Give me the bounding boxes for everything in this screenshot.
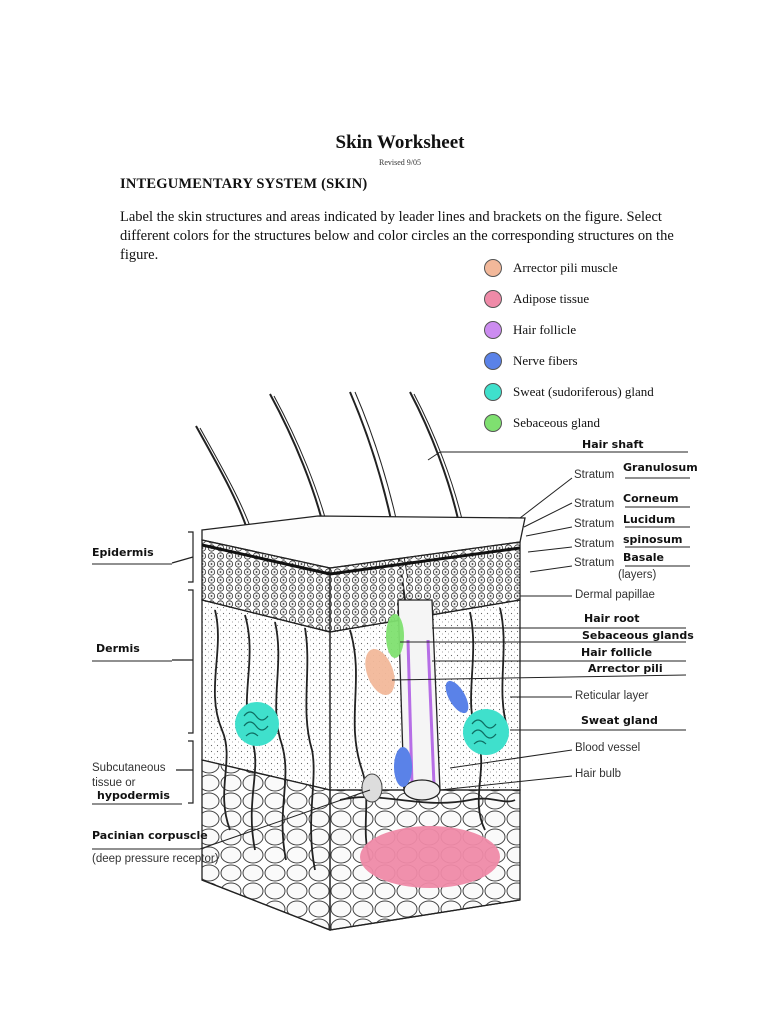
label-subcutaneous: Subcutaneous (92, 762, 166, 774)
key-label: Sweat (sudoriferous) gland (513, 384, 654, 399)
section-heading: INTEGUMENTARY SYSTEM (SKIN) (120, 176, 368, 192)
label-stratum-4: Stratum (574, 538, 615, 550)
color-swatch[interactable] (484, 414, 502, 432)
label-layers: (layers) (618, 569, 657, 581)
arrector-pili-marker (365, 649, 395, 695)
label-hair-root: Hair root (584, 612, 640, 625)
nerve-fiber-marker-1 (445, 680, 469, 714)
color-swatch[interactable] (484, 321, 502, 339)
label-basale: Basale (623, 551, 665, 564)
key-item-hair-follicle: Hair follicle (484, 320, 704, 340)
label-spinosum: spinosum (623, 533, 683, 546)
key-item-nerve-fibers: Nerve fibers (484, 351, 704, 371)
label-reticular-layer: Reticular layer (575, 690, 649, 702)
key-label: Hair follicle (513, 322, 577, 337)
worksheet-title: Skin Worksheet (335, 132, 465, 153)
label-blood-vessel: Blood vessel (575, 742, 641, 754)
left-brackets (171, 531, 194, 804)
label-hair-bulb: Hair bulb (575, 768, 622, 780)
left-rules (92, 563, 200, 850)
key-item-adipose: Adipose tissue (484, 289, 704, 309)
sebaceous-gland-marker (386, 614, 404, 658)
label-sebaceous-glands: Sebaceous glands (582, 629, 694, 642)
label-dermis: Dermis (96, 642, 140, 655)
label-stratum-2: Stratum (574, 498, 615, 510)
label-epidermis: Epidermis (92, 546, 154, 559)
key-label: Adipose tissue (513, 291, 590, 306)
label-corneum: Corneum (623, 492, 679, 505)
sweat-gland-left (235, 702, 279, 746)
label-stratum-3: Stratum (574, 518, 615, 530)
color-swatch[interactable] (484, 290, 502, 308)
color-swatch[interactable] (484, 259, 502, 277)
label-hypodermis: hypodermis (97, 789, 170, 802)
key-label: Sebaceous gland (513, 415, 601, 430)
right-leader-lines (391, 451, 690, 791)
instructions-text: Label the skin structures and areas indi… (120, 209, 674, 263)
label-dermal-papillae: Dermal papillae (575, 589, 655, 601)
key-item-arrector-pili: Arrector pili muscle (484, 258, 704, 278)
label-stratum-1: Stratum (574, 469, 615, 481)
label-sweat-gland: Sweat gland (581, 714, 658, 727)
label-granulosum: Granulosum (623, 461, 698, 474)
color-swatch[interactable] (484, 352, 502, 370)
key-item-sebaceous: Sebaceous gland (484, 413, 704, 433)
label-hair-shaft: Hair shaft (582, 438, 644, 451)
key-item-sweat-gland: Sweat (sudoriferous) gland (484, 382, 704, 402)
nerve-fiber-marker-2 (394, 747, 412, 787)
label-tissue-or: tissue or (92, 777, 136, 789)
label-hair-follicle: Hair follicle (581, 646, 653, 659)
adipose-tissue-marker (360, 826, 500, 888)
revised-date: Revised 9/05 (379, 158, 421, 167)
key-label: Arrector pili muscle (513, 260, 618, 275)
label-stratum-5: Stratum (574, 557, 615, 569)
label-lucidum: Lucidum (623, 513, 676, 526)
label-arrector-pili: Arrector pili (588, 662, 663, 675)
dermis-front (201, 599, 331, 791)
label-pacinian-corpuscle: Pacinian corpuscle (92, 829, 208, 842)
sweat-gland-right (463, 709, 509, 755)
pacinian-corpuscle (361, 773, 383, 803)
color-swatch[interactable] (484, 383, 502, 401)
key-label: Nerve fibers (513, 353, 578, 368)
label-deep-pressure: (deep pressure receptor) (92, 853, 219, 865)
